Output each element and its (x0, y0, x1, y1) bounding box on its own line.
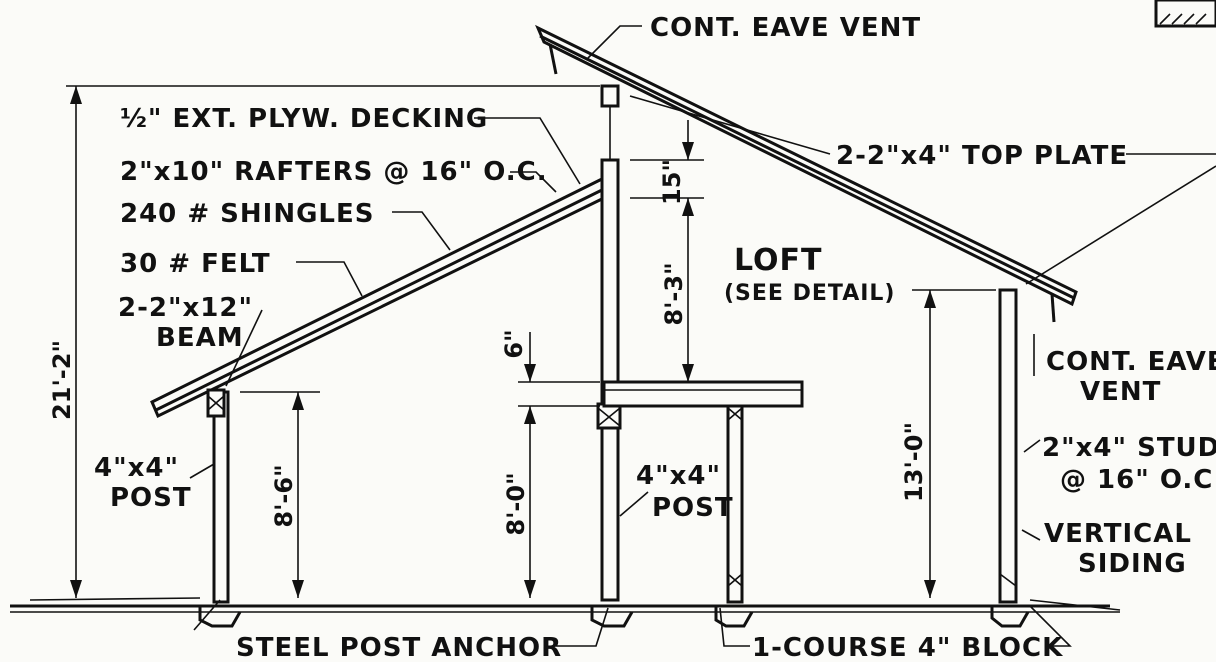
inner-post (726, 404, 744, 604)
label-block-course: 1-COURSE 4" BLOCK (752, 633, 1063, 662)
leader-lines (189, 25, 1216, 647)
dim-loft-clear-height: 8'-3" (660, 262, 688, 325)
label-loft-line2: (SEE DETAIL) (724, 281, 896, 306)
left-post (206, 388, 230, 604)
label-steel-post-anchor: STEEL POST ANCHOR (236, 633, 562, 662)
label-siding-line2: SIDING (1078, 549, 1187, 579)
label-shingles: 240 # SHINGLES (120, 199, 374, 229)
label-siding-line1: VERTICAL (1044, 519, 1192, 549)
dimension-lines (66, 85, 996, 598)
label-rafters: 2"x10" RAFTERS @ 16" O.C. (120, 157, 548, 187)
label-beam-line1: 2-2"x12" (118, 293, 253, 323)
label-post-left-line1: 4"x4" (94, 453, 179, 483)
dim-top-gap: 15" (658, 159, 686, 205)
label-loft-line1: LOFT (734, 243, 823, 278)
detail-fragment-top-right (1154, 0, 1216, 28)
dim-floor-thickness: 6" (500, 329, 528, 358)
right-stud-wall (998, 288, 1018, 604)
label-beam-line2: BEAM (156, 323, 244, 353)
label-studs-line2: @ 16" O.C. (1060, 465, 1216, 495)
label-top-plate: 2-2"x4" TOP PLATE (836, 141, 1128, 171)
label-post-left-line2: POST (110, 483, 192, 513)
label-felt: 30 # FELT (120, 249, 271, 279)
label-cont-eave-vent-right-line2: VENT (1080, 377, 1161, 407)
label-studs-line1: 2"x4" STUDS (1042, 433, 1216, 463)
label-plywood-decking: ½" EXT. PLYW. DECKING (120, 104, 488, 134)
dim-left-post-height: 8'-6" (270, 464, 298, 527)
label-cont-eave-vent-top: CONT. EAVE VENT (650, 13, 921, 43)
dim-overall-height: 21'-2" (48, 340, 76, 420)
dim-right-wall-height: 13'-0" (900, 422, 928, 502)
label-post-mid-line2: POST (652, 493, 734, 523)
loft-floor (602, 380, 804, 408)
label-post-mid-line1: 4"x4" (636, 461, 721, 491)
label-cont-eave-vent-right-line1: CONT. EAVE (1046, 347, 1216, 377)
center-post (596, 84, 622, 602)
dim-lower-level-height: 8'-0" (502, 472, 530, 535)
ground-and-footings (10, 597, 1121, 628)
upper-roof-rafters (535, 24, 1078, 323)
